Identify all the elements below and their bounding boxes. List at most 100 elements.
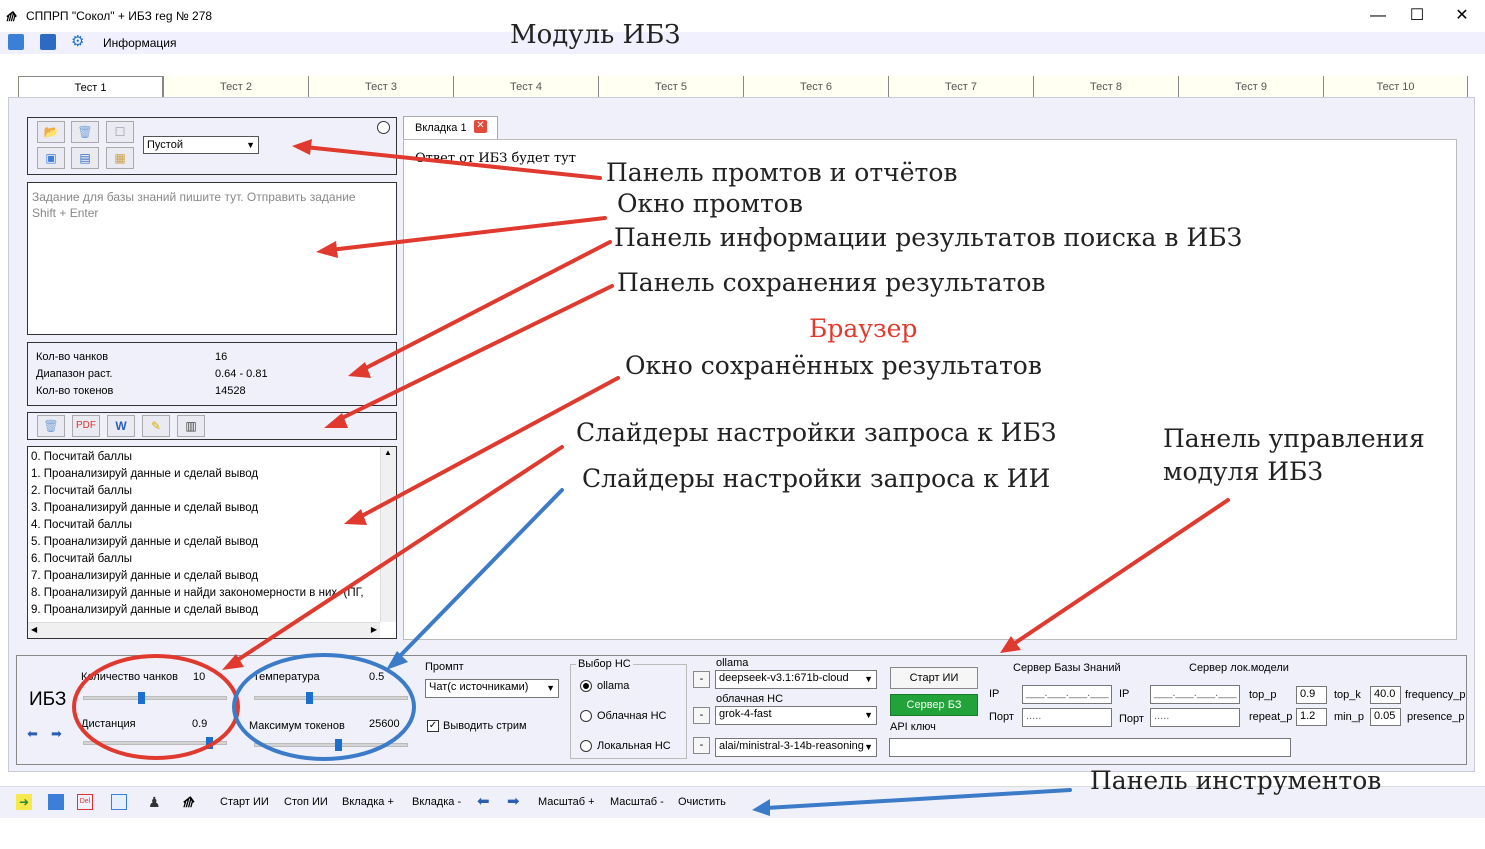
menu-item-info[interactable]: Информация [103, 36, 177, 50]
clipboard-icon[interactable]: ▥ [177, 415, 205, 437]
browser-tab[interactable]: Вкладка 1✕ [403, 116, 498, 140]
maximize-button[interactable]: ☐ [1409, 7, 1425, 24]
tab-test-3[interactable]: Тест 3 [308, 76, 453, 98]
distance-slider-thumb[interactable] [206, 737, 213, 749]
cloud-remove-button[interactable]: - [693, 707, 710, 724]
ollama-model-select[interactable]: deepseek-v3.1:671b-cloud▼ [715, 670, 877, 689]
zoom-in-button[interactable]: Масштаб + [538, 796, 595, 808]
delete-icon[interactable]: Del [77, 794, 93, 810]
start-ai-toolbar-button[interactable]: Старт ИИ [220, 796, 269, 808]
word-icon[interactable]: W [107, 415, 135, 437]
chevron-down-icon: ▼ [864, 710, 873, 720]
ns-local-radio[interactable] [580, 740, 592, 752]
vertical-scrollbar[interactable]: ▲ [380, 447, 396, 622]
list-item[interactable]: 1. Проанализируй данные и сделай вывод [31, 468, 259, 480]
local-port-input[interactable]: ..... [1150, 708, 1240, 727]
local-remove-button[interactable]: - [693, 737, 710, 754]
distance-slider-label: Дистанция [81, 718, 136, 730]
calculator-icon[interactable]: ▤ [71, 147, 99, 169]
kb-port-input[interactable]: ..... [1022, 708, 1112, 727]
close-button[interactable]: ✕ [1455, 7, 1469, 24]
folder-icon[interactable] [111, 794, 127, 810]
max-tokens-slider[interactable] [254, 739, 408, 751]
document-icon[interactable]: ▦ [106, 147, 134, 169]
tab-test-5[interactable]: Тест 5 [598, 76, 743, 98]
list-item[interactable]: 4. Посчитай баллы [31, 519, 133, 531]
chunks-slider[interactable] [83, 692, 227, 704]
zoom-out-button[interactable]: Масштаб - [610, 796, 664, 808]
scroll-right-icon[interactable]: ▶ [370, 625, 377, 634]
ns-cloud-radio[interactable] [580, 710, 592, 722]
distance-slider[interactable] [83, 737, 227, 749]
scroll-left-icon[interactable]: ◀ [31, 625, 38, 634]
top-k-input[interactable]: 40.0 [1370, 686, 1401, 704]
scroll-up-icon[interactable]: ▲ [384, 448, 392, 457]
list-item[interactable]: 8. Проанализируй данные и найди закономе… [31, 587, 364, 599]
arrow-right-icon[interactable]: ➡ [507, 793, 520, 810]
api-key-input[interactable] [889, 738, 1291, 757]
ollama-remove-button[interactable]: - [693, 671, 710, 688]
prompt-input[interactable]: Задание для базы знаний пишите тут. Отпр… [27, 182, 397, 335]
prompt-template-select[interactable]: Пустой▼ [143, 136, 259, 154]
bookmark-icon[interactable]: ☐ [106, 121, 134, 143]
user-icon[interactable]: ♟ [148, 794, 161, 810]
tab-test-1[interactable]: Тест 1 [18, 76, 163, 98]
pdf-icon[interactable]: PDF [72, 415, 100, 437]
list-item[interactable]: 7. Проанализируй данные и сделай вывод [31, 570, 259, 582]
arrow-right-icon[interactable]: ➡ [51, 726, 62, 741]
monitor-icon[interactable]: ▣ [37, 147, 65, 169]
stop-ai-button[interactable]: Стоп ИИ [284, 796, 328, 808]
list-item[interactable]: 6. Посчитай баллы [31, 553, 133, 565]
kb-ip-input[interactable]: ___.___.___.___ [1022, 685, 1112, 704]
calculator-icon[interactable] [48, 794, 64, 810]
calculator-icon[interactable] [40, 34, 56, 50]
tab-test-8[interactable]: Тест 8 [1033, 76, 1178, 98]
temperature-slider[interactable] [254, 692, 408, 704]
repeat-input[interactable]: 1.2 [1296, 708, 1327, 726]
tab-test-9[interactable]: Тест 9 [1178, 76, 1323, 98]
temperature-slider-thumb[interactable] [306, 692, 313, 704]
monitor-icon[interactable] [8, 34, 24, 50]
arrow-left-icon[interactable]: ⬅ [477, 793, 490, 810]
browser-view[interactable]: Ответ от ИБЗ будет тут [403, 139, 1457, 640]
status-indicator-icon[interactable] [377, 121, 390, 134]
close-icon[interactable]: ✕ [474, 120, 487, 133]
prompt-mode-select[interactable]: Чат(с источниками)▼ [425, 679, 559, 698]
trash-icon[interactable]: 🗑 [71, 121, 99, 143]
cloud-model-select[interactable]: grok-4-fast▼ [715, 706, 877, 725]
note-icon[interactable]: ✎ [142, 415, 170, 437]
tab-test-10[interactable]: Тест 10 [1323, 76, 1468, 98]
arrow-left-icon[interactable]: ⬅ [27, 726, 38, 741]
local-model-select[interactable]: alai/ministral-3-14b-reasoning▼ [715, 738, 877, 757]
app-logo-icon[interactable]: ⟰ [180, 794, 197, 810]
list-item[interactable]: 2. Посчитай баллы [31, 485, 133, 497]
min-p-input[interactable]: 0.05 [1370, 708, 1401, 726]
kb-server-button[interactable]: Сервер БЗ [890, 694, 978, 716]
open-folder-icon[interactable]: 📂 [37, 121, 65, 143]
ns-ollama-radio[interactable] [580, 680, 592, 692]
local-ip-input[interactable]: ___.___.___.___ [1150, 685, 1240, 704]
list-item[interactable]: 9. Проанализируй данные и сделай вывод [31, 604, 259, 616]
chunks-slider-value: 10 [193, 671, 206, 683]
top-p-input[interactable]: 0.9 [1296, 686, 1327, 704]
clear-button[interactable]: Очистить [678, 796, 726, 808]
chunks-slider-thumb[interactable] [138, 692, 145, 704]
max-tokens-slider-thumb[interactable] [335, 739, 342, 751]
trash-icon[interactable]: 🗑 [37, 415, 65, 437]
tab-test-4[interactable]: Тест 4 [453, 76, 598, 98]
horizontal-scrollbar[interactable]: ◀▶ [28, 622, 380, 638]
tab-add-button[interactable]: Вкладка + [342, 796, 394, 808]
list-item[interactable]: 5. Проанализируй данные и сделай вывод [31, 536, 259, 548]
stream-checkbox[interactable]: ✓ [427, 720, 439, 732]
minimize-button[interactable]: — [1370, 7, 1386, 24]
import-icon[interactable]: ➜ [16, 794, 32, 810]
tab-test-6[interactable]: Тест 6 [743, 76, 888, 98]
tab-test-2[interactable]: Тест 2 [163, 76, 308, 98]
list-item[interactable]: 3. Проанализируй данные и сделай вывод [31, 502, 259, 514]
list-item[interactable]: 0. Посчитай баллы [31, 451, 133, 463]
gear-icon[interactable]: ⚙ [71, 33, 85, 50]
tab-test-7[interactable]: Тест 7 [888, 76, 1033, 98]
tab-remove-button[interactable]: Вкладка - [412, 796, 462, 808]
start-ai-button[interactable]: Старт ИИ [890, 667, 978, 689]
saved-results-list[interactable]: 0. Посчитай баллы 1. Проанализируй данны… [27, 446, 397, 639]
